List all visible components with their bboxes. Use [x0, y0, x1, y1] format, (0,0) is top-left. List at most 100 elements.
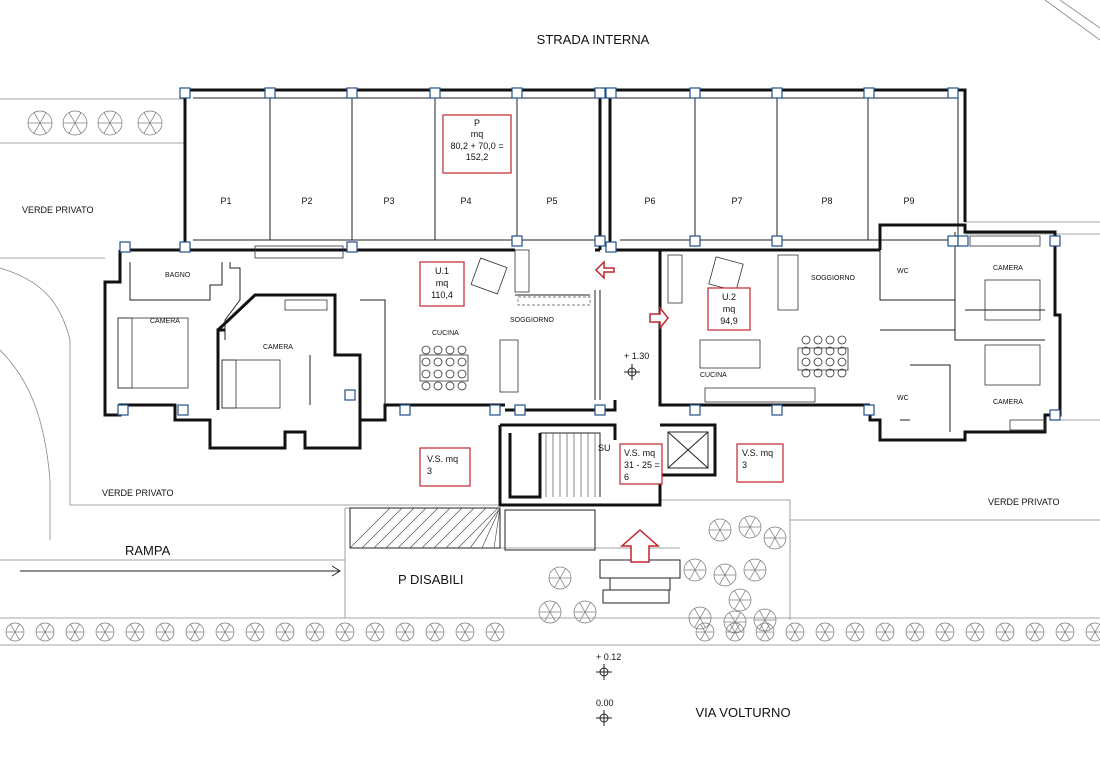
verde-left-bottom-label: VERDE PRIVATO	[102, 488, 174, 498]
room-camera-u2-bottom: CAMERA	[993, 399, 1023, 406]
structural-columns	[117, 87, 1061, 421]
unit1-label: U.1	[435, 266, 449, 276]
elevation-street-zero-text: 0.00	[596, 698, 614, 708]
room-wc-u2-bottom: WC	[897, 395, 909, 402]
parking-spot-8: P8	[821, 196, 832, 206]
column-20	[947, 235, 959, 247]
column-10	[863, 87, 875, 99]
column-29	[771, 404, 783, 416]
elevation-landing: + 1.30	[624, 351, 649, 380]
column-8	[689, 87, 701, 99]
column-19	[771, 235, 783, 247]
parking-summary-line4: 152,2	[466, 152, 489, 162]
parking-labels: P1 P2 P3 P4 P5 P6 P7 P8 P9	[220, 196, 914, 206]
column-9	[771, 87, 783, 99]
tree-symbols	[5, 110, 1100, 642]
vs-center-line1: V.S. mq	[624, 448, 655, 458]
parking-spot-1: P1	[220, 196, 231, 206]
column-12	[119, 241, 131, 253]
street-top-label: STRADA INTERNA	[537, 32, 650, 47]
furniture	[117, 235, 1046, 431]
disabled-parking-label: P DISABILI	[398, 572, 464, 587]
vs-center-line2: 31 - 25 =	[624, 460, 660, 470]
parking-summary-line3: 80,2 + 70,0 =	[450, 141, 503, 151]
column-5	[511, 87, 523, 99]
column-28	[689, 404, 701, 416]
unit1-walls	[103, 248, 617, 450]
entry-arrow-up-icon	[620, 528, 660, 563]
unit2-mq: mq	[723, 304, 736, 314]
column-31	[1049, 235, 1061, 247]
stair-up-label: SU	[598, 443, 611, 453]
column-13	[179, 241, 191, 253]
unit2-walls	[610, 223, 1062, 442]
room-bagno: BAGNO	[165, 272, 191, 279]
unit2-label: U.2	[722, 292, 736, 302]
parking-spot-6: P6	[644, 196, 655, 206]
parking-summary-line1: P	[474, 118, 480, 128]
column-15	[511, 235, 523, 247]
unit2-area: 94,9	[720, 316, 738, 326]
verde-left-top-label: VERDE PRIVATO	[22, 205, 94, 215]
parking-spot-2: P2	[301, 196, 312, 206]
elevation-street-mid-text: + 0.12	[596, 652, 621, 662]
rampa-label: RAMPA	[125, 543, 171, 558]
column-18	[689, 235, 701, 247]
column-6	[594, 87, 606, 99]
room-camera-u1a: CAMERA	[150, 318, 180, 325]
column-21	[117, 404, 129, 416]
column-14	[346, 241, 358, 253]
vs-left-line1: V.S. mq	[427, 454, 458, 464]
room-cucina-u2: CUCINA	[700, 372, 727, 379]
entry-arrow-right-icon	[649, 305, 669, 331]
stair-core	[498, 296, 717, 604]
vs-right-line1: V.S. mq	[742, 448, 773, 458]
unit1-area-box: U.1 mq 110,4	[419, 261, 465, 307]
column-4	[429, 87, 441, 99]
room-cucina-u1: CUCINA	[432, 330, 459, 337]
parking-spot-5: P5	[546, 196, 557, 206]
elevation-street-mid: + 0.12	[596, 652, 621, 680]
column-32	[1049, 409, 1061, 421]
room-camera-u2-top: CAMERA	[993, 265, 1023, 272]
column-27	[594, 404, 606, 416]
column-1	[179, 87, 191, 99]
site-lines	[0, 0, 1100, 646]
parking-summary-line2: mq	[471, 129, 484, 139]
room-soggiorno-u1: SOGGIORNO	[510, 317, 555, 324]
column-3	[346, 87, 358, 99]
verde-right-label: VERDE PRIVATO	[988, 497, 1060, 507]
parking-summary-box: P mq 80,2 + 70,0 = 152,2	[442, 114, 512, 174]
street-bottom-label: VIA VOLTURNO	[695, 705, 790, 720]
elevation-landing-text: + 1.30	[624, 351, 649, 361]
column-23	[344, 389, 356, 401]
parking-spot-4: P4	[460, 196, 471, 206]
vs-center-line3: 6	[624, 472, 629, 482]
column-25	[489, 404, 501, 416]
unit1-area: 110,4	[431, 290, 453, 300]
column-11	[947, 87, 959, 99]
vs-center-box: V.S. mq 31 - 25 = 6	[619, 443, 663, 485]
column-30	[863, 404, 875, 416]
parking-spot-3: P3	[383, 196, 394, 206]
vs-right-box: V.S. mq 3	[736, 443, 784, 483]
column-17	[605, 241, 617, 253]
column-22	[177, 404, 189, 416]
entry-arrows	[594, 260, 669, 563]
parking-spot-9: P9	[903, 196, 914, 206]
room-soggiorno-u2: SOGGIORNO	[811, 275, 856, 282]
column-26	[514, 404, 526, 416]
unit2-area-box: U.2 mq 94,9	[707, 287, 751, 331]
column-33	[957, 235, 969, 247]
parking-spot-7: P7	[731, 196, 742, 206]
room-wc-u2-top: WC	[897, 268, 909, 275]
vs-left-line2: 3	[427, 466, 432, 476]
column-7	[605, 87, 617, 99]
entry-arrow-left-icon	[594, 260, 615, 280]
column-24	[399, 404, 411, 416]
column-16	[594, 235, 606, 247]
parking-row	[183, 88, 967, 250]
hatch-stripe	[349, 507, 501, 549]
room-camera-u1b: CAMERA	[263, 344, 293, 351]
